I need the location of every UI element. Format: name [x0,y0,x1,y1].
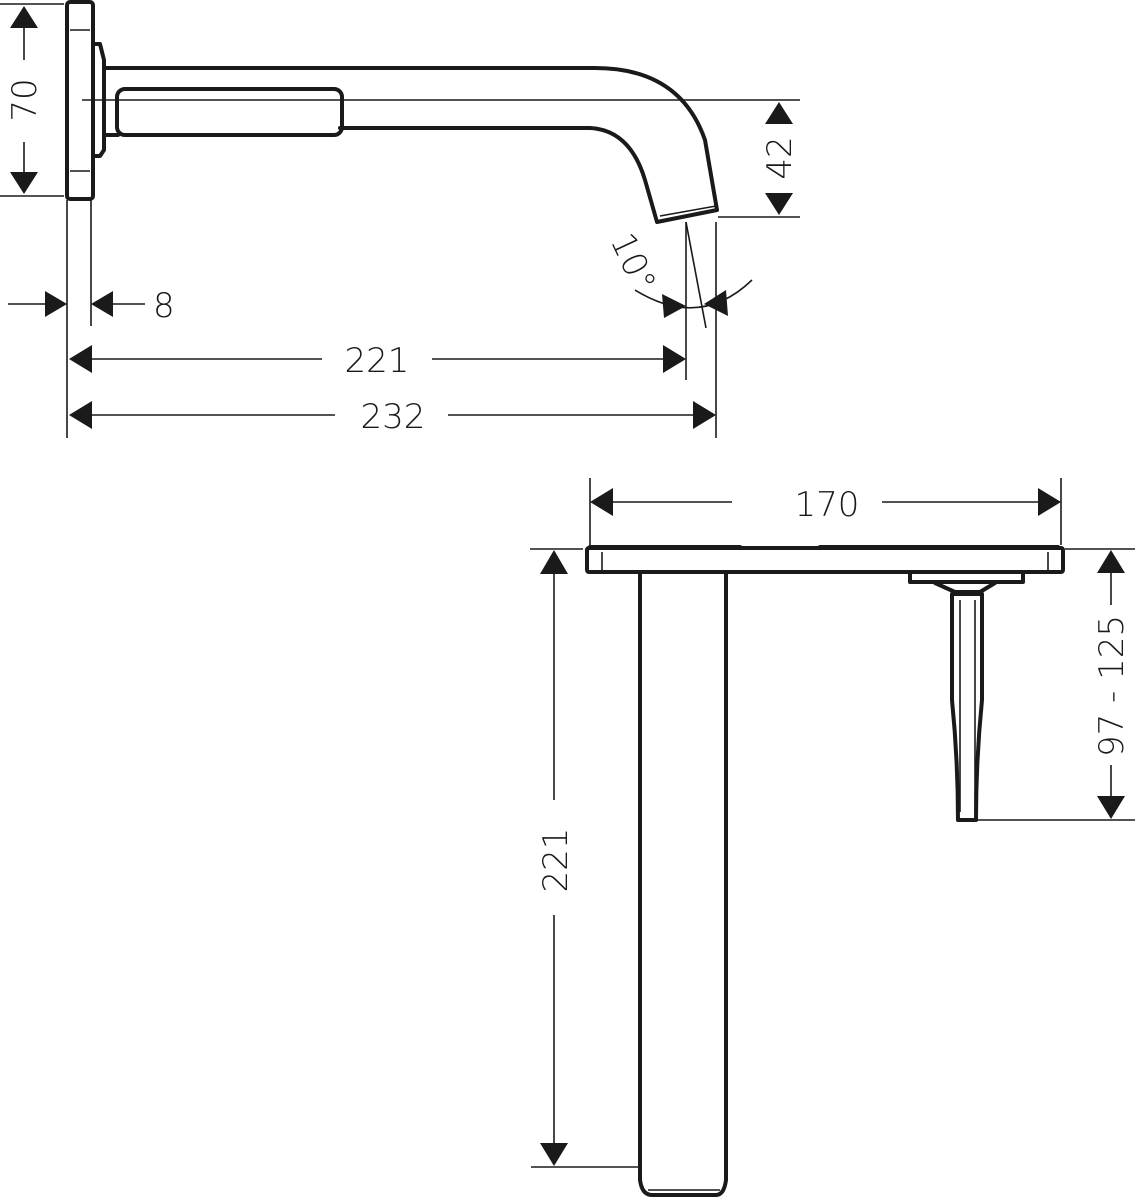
dim-spout-length: 221 [536,828,576,893]
dim-projection-outlet: 221 [345,341,410,381]
dim-plate-thickness: 8 [153,286,175,326]
dim-overall-projection: 232 [361,397,426,437]
handle-base [908,572,1025,584]
spout-outline [103,66,719,224]
spout-top [638,572,728,1197]
top-view: 170 221 97 - 125 [530,478,1135,1197]
lever-handle [115,87,344,137]
dim-plate-width: 170 [795,485,860,525]
dim-plate-height: 70 [5,78,45,121]
dim-spout-drop: 42 [760,136,800,179]
top-plate [585,546,1065,574]
side-view: 70 42 10° 8 221 232 [0,0,800,438]
dim-handle-length: 97 - 125 [1092,615,1132,757]
dim-outlet-angle: 10° [602,227,664,299]
escutcheon [91,42,106,158]
handle-lever [950,592,984,822]
